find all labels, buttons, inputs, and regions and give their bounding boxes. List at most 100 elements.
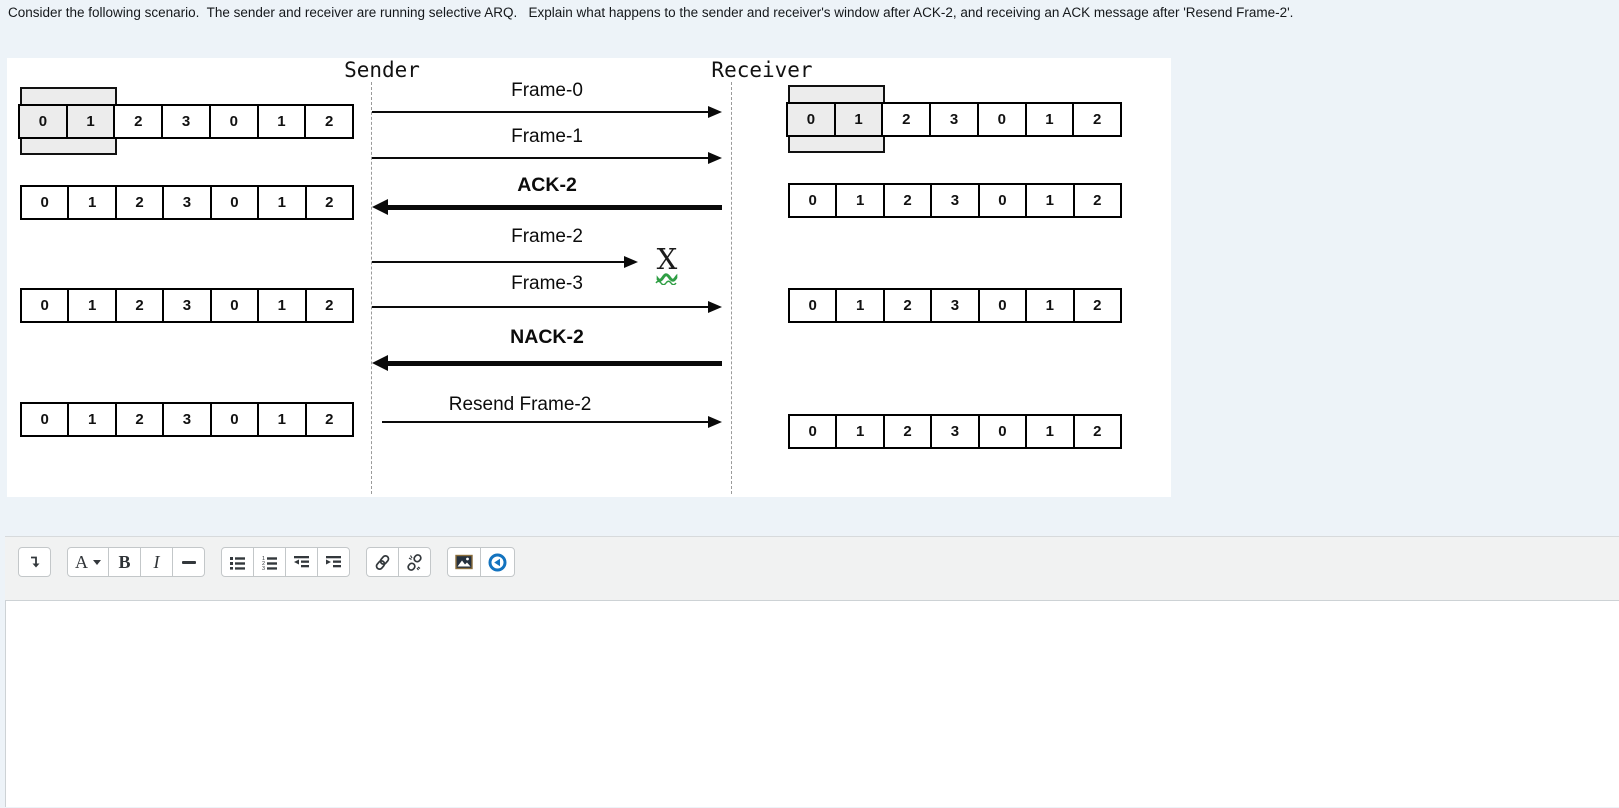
insert-link-button[interactable] [366,547,399,577]
insert-media-button[interactable] [480,547,515,577]
sequence-cell: 0 [20,185,70,220]
message-label-ack-2: ACK-2 [517,174,577,196]
question-text: Consider the following scenario. The sen… [8,5,1294,20]
sequence-cell: 0 [209,185,260,220]
sequence-cell: 1 [257,288,307,323]
sequence-cell: 2 [1072,183,1122,218]
message-label-frame-1: Frame-1 [511,126,583,147]
sequence-cell: 1 [833,102,884,137]
arrow-down-icon [27,554,43,570]
sequence-cell: 0 [977,414,1028,449]
sequence-cell: 0 [208,104,259,139]
dash-icon [181,560,196,564]
editor-toolbar: A B I [5,536,1619,600]
sequence-cell: 2 [882,183,933,218]
sequence-cell: 1 [835,183,885,218]
sequence-cell: 3 [930,288,980,323]
sequence-cell: 0 [788,288,838,323]
sequence-cell: 2 [1072,102,1123,137]
sequence-cell: 3 [162,185,212,220]
sender-lifeline [371,82,372,494]
sequence-cell: 3 [930,183,980,218]
sequence-cell: 0 [788,414,838,449]
media-icon [488,553,507,572]
sender-label: Sender [344,58,420,82]
sequence-cell: 0 [20,288,70,323]
sequence-cell: 3 [930,414,980,449]
unordered-list-button[interactable] [221,547,254,577]
sequence-cell: 0 [18,104,68,139]
spellcheck-squiggle [655,280,677,285]
sequence-cell: 0 [209,402,260,437]
outdent-button[interactable] [285,547,318,577]
bold-button[interactable]: B [108,547,141,577]
toolbar-group-text: A B I [67,547,205,577]
message-label-nack-2: NACK-2 [510,326,584,348]
sequence-cell: 2 [114,402,165,437]
sequence-cell: 3 [929,102,979,137]
sequence-cell: 1 [67,185,117,220]
svg-text:1: 1 [262,556,265,562]
collapse-toolbar-button[interactable] [18,547,51,577]
svg-text:2: 2 [262,561,265,567]
receiver-label: Receiver [711,58,813,82]
sequence-cell: 1 [1025,183,1075,218]
caret-down-icon [93,559,101,565]
sequence-cell: 2 [881,102,932,137]
broken-link-icon [406,553,423,571]
sequence-cell: 1 [1025,414,1075,449]
italic-label: I [153,551,160,572]
toolbar-group-media [447,547,515,577]
unlink-button[interactable] [398,547,431,577]
sequence-cell: 2 [113,104,164,139]
sequence-cell: 1 [67,288,117,323]
paragraph-styles-label: A [75,551,88,572]
sequence-cell: 1 [835,288,885,323]
sequence-cell: 0 [977,288,1028,323]
sequence-cell: 2 [304,185,354,220]
sequence-cell: 2 [1072,414,1122,449]
sequence-cell: 1 [1024,102,1075,137]
sequence-cell: 1 [835,414,885,449]
answer-textarea[interactable] [5,600,1619,807]
sequence-cell: 1 [65,104,116,139]
message-label-frame-2: Frame-2 [511,226,583,247]
sequence-cell: 0 [788,183,838,218]
paragraph-styles-button[interactable]: A [67,547,109,577]
toolbar-group-links [366,547,431,577]
sequence-cell: 2 [882,288,933,323]
image-icon [455,554,473,570]
sequence-cell: 2 [114,288,165,323]
italic-button[interactable]: I [140,547,173,577]
sequence-cell: 1 [67,402,117,437]
sequence-cell: 2 [304,104,355,139]
indent-button[interactable] [317,547,350,577]
answer-editor: A B I [5,536,1619,808]
message-label-frame-3: Frame-3 [511,273,583,294]
link-icon [374,554,391,571]
numbered-list-icon: 1 2 3 [261,554,278,570]
bullet-list-icon [229,554,246,570]
insert-image-button[interactable] [447,547,481,577]
sequence-cell: 0 [20,402,70,437]
horizontal-rule-button[interactable] [172,547,205,577]
message-label-frame-0: Frame-0 [511,80,583,101]
svg-text:3: 3 [262,566,265,570]
sequence-cell: 3 [162,288,212,323]
ordered-list-button[interactable]: 1 2 3 [253,547,286,577]
sequence-cell: 2 [304,288,354,323]
sequence-cell: 2 [1072,288,1122,323]
sequence-cell: 0 [977,183,1028,218]
receiver-lifeline [731,82,732,494]
sequence-cell: 0 [786,102,836,137]
sequence-cell: 1 [257,185,307,220]
message-label-resend-frame-2: Resend Frame-2 [448,394,592,415]
